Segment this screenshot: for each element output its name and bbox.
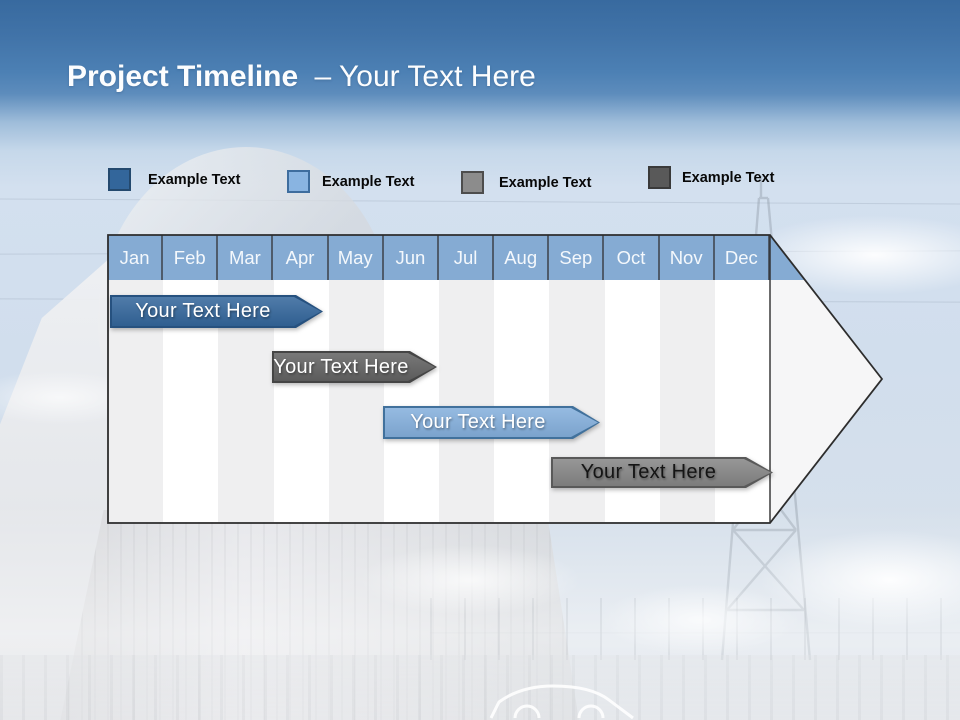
cloud-shape — [600, 585, 800, 655]
month-cell-aug[interactable]: Aug — [494, 235, 550, 280]
gantt-bar-fill — [112, 297, 321, 326]
fence-band — [0, 655, 960, 720]
month-cell-oct[interactable]: Oct — [604, 235, 660, 280]
legend-item-2[interactable]: Example Text — [287, 170, 414, 193]
legend-label[interactable]: Example Text — [322, 173, 415, 190]
gantt-bar-label[interactable]: Your Text Here — [410, 411, 546, 433]
month-cell-jul[interactable]: Jul — [438, 235, 495, 280]
legend-label[interactable]: Example Text — [148, 171, 241, 188]
gantt-bar-fill — [274, 353, 435, 381]
month-cell-feb[interactable]: Feb — [163, 235, 219, 280]
gantt-bar-fill — [553, 459, 771, 486]
gantt-bar-label[interactable]: Your Text Here — [273, 355, 409, 378]
gantt-bar-1[interactable]: Your Text Here — [110, 295, 323, 328]
month-cell-apr[interactable]: Apr — [273, 235, 329, 280]
month-column-stripe — [439, 280, 495, 522]
car-outline-watermark — [489, 684, 634, 720]
month-cell-jun[interactable]: Jun — [383, 235, 439, 280]
month-cell-nov[interactable]: Nov — [659, 235, 715, 280]
legend-swatch-gray — [461, 171, 484, 194]
gantt-bar-label[interactable]: Your Text Here — [580, 461, 717, 483]
slide-title-placeholder[interactable]: – Your Text Here — [314, 60, 536, 93]
legend-swatch-dark-gray — [648, 166, 671, 189]
gantt-bar-label[interactable]: Your Text Here — [135, 300, 271, 322]
gantt-bar-fill — [385, 408, 598, 437]
legend-item-4[interactable]: Example Text — [648, 166, 774, 189]
month-cell-mar[interactable]: Mar — [218, 235, 274, 280]
legend-label[interactable]: Example Text — [682, 169, 775, 186]
legend-item-1[interactable]: Example Text — [108, 168, 240, 191]
legend-item-3[interactable]: Example Text — [461, 171, 591, 194]
gantt-bar-2[interactable]: Your Text Here — [272, 351, 437, 383]
gantt-bar-3[interactable]: Your Text Here — [383, 406, 600, 439]
slide-title[interactable]: Project Timeline – Your Text Here — [67, 60, 536, 94]
month-cell-dec[interactable]: Dec — [714, 235, 770, 280]
month-column-stripe — [494, 280, 550, 522]
legend-swatch-dark-blue — [108, 168, 131, 191]
slide-title-main[interactable]: Project Timeline — [67, 60, 299, 93]
month-column-stripe — [383, 280, 440, 522]
month-cell-may[interactable]: May — [328, 235, 384, 280]
legend-label[interactable]: Example Text — [499, 174, 592, 191]
gantt-bar-4[interactable]: Your Text Here — [551, 457, 773, 488]
month-cell-sep[interactable]: Sep — [549, 235, 605, 280]
month-header-row: Jan Feb Mar Apr May Jun Jul Aug Sep Oct … — [108, 235, 882, 280]
cloud-shape — [360, 545, 580, 615]
legend-swatch-light-blue — [287, 170, 310, 193]
month-cell-jan[interactable]: Jan — [108, 235, 164, 280]
month-column-stripe — [328, 280, 384, 522]
